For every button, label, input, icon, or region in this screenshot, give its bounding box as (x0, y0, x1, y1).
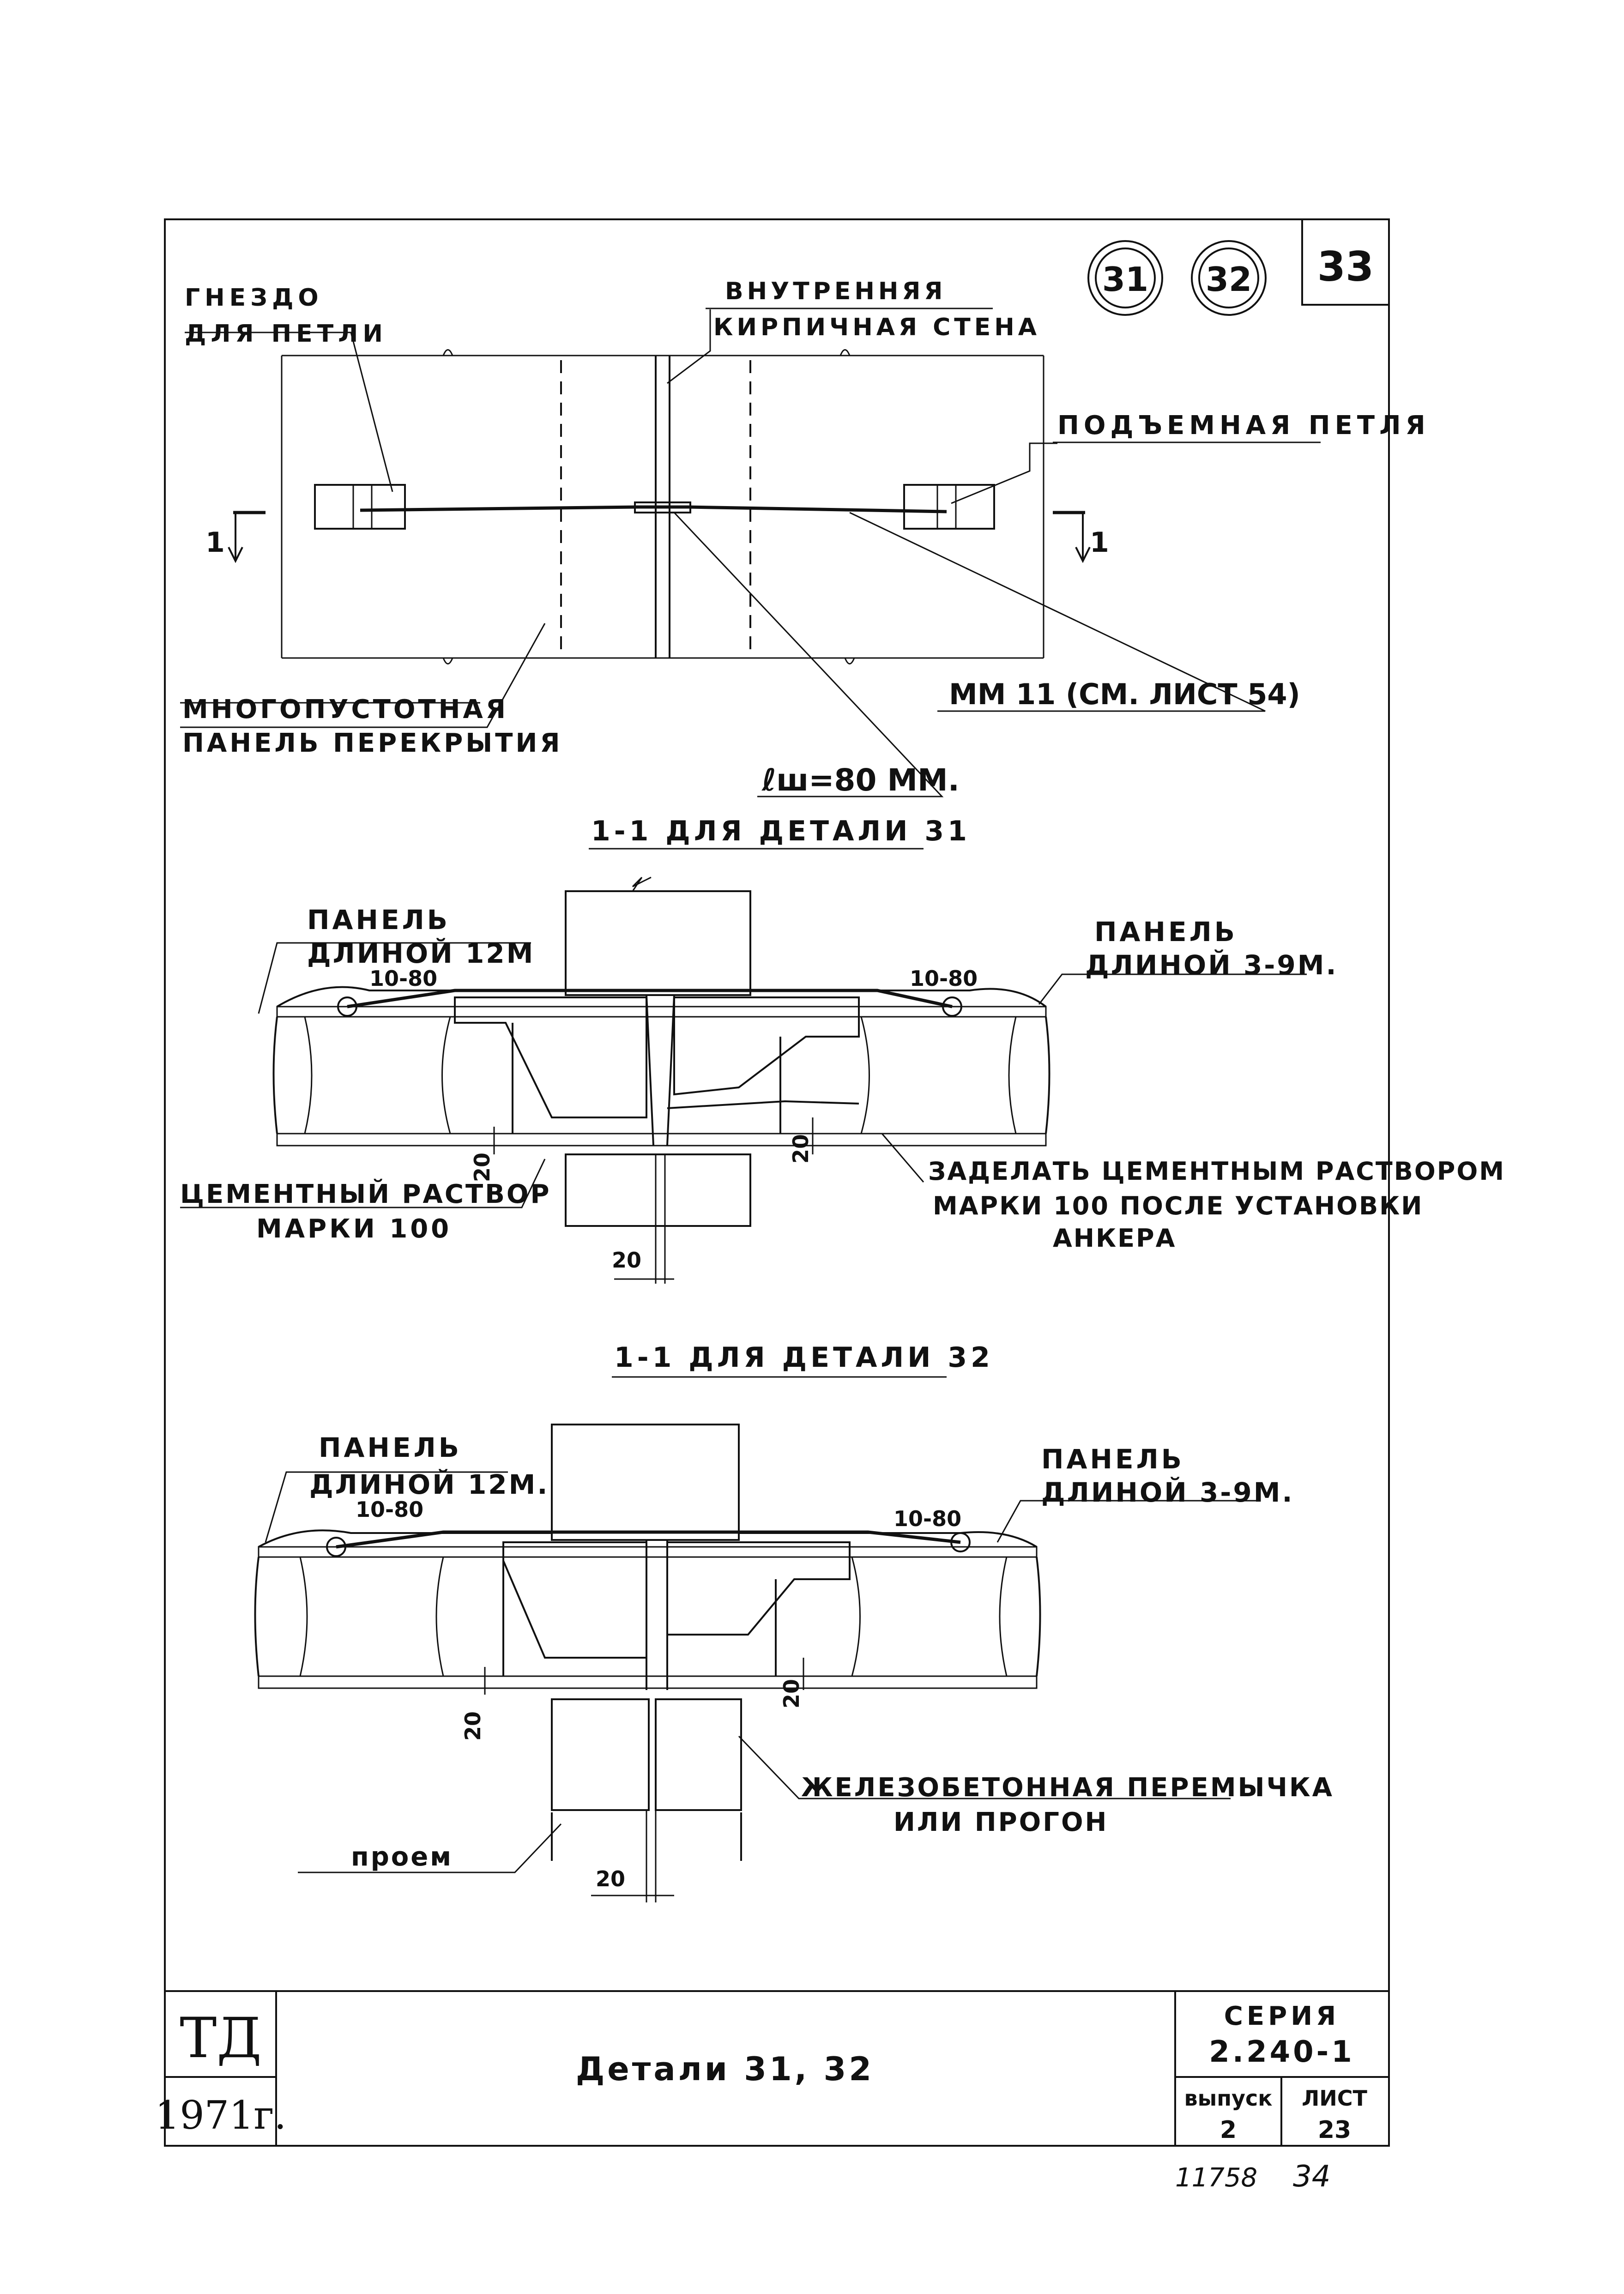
loop-length-label: ℓш=80 ММ. (761, 762, 960, 798)
s31-panel-right-1: ПАНЕЛЬ (1094, 916, 1238, 948)
s31-panel-right-2: ДЛИНОЙ 3-9М. (1085, 949, 1338, 981)
loop-socket-right (903, 484, 995, 530)
s31-note-2: МАРКИ 100 ПОСЛЕ УСТАНОВКИ (933, 1191, 1424, 1220)
s32-dim-left: 10-80 (356, 1497, 423, 1522)
anchor-rod-31 (347, 989, 953, 1008)
s31-mortar-2: МАРКИ 100 (256, 1214, 452, 1244)
sheet-frame (164, 218, 1390, 2147)
sheet-label: ЛИСТ (1302, 2086, 1367, 2111)
s31-dim-20-left: 20 (470, 1153, 495, 1182)
anchor-label: ММ 11 (СМ. ЛИСТ 54) (949, 677, 1300, 711)
detail-marker-32: 32 (1191, 240, 1267, 316)
section-32: 1-1 ДЛЯ ДЕТАЛИ 32 ПАНЕЛЬ ДЛИНОЙ (254, 1341, 1334, 1902)
anchor-rod-32 (336, 1530, 961, 1549)
s31-dim-left: 10-80 (369, 966, 437, 991)
s31-panel-left-1: ПАНЕЛЬ (307, 904, 450, 936)
section-mark-left: 1 (205, 511, 266, 563)
panel-label-1: МНОГОПУСТОТНАЯ (182, 694, 508, 724)
sheet-badge: 33 (1317, 243, 1374, 290)
issue-label: выпуск (1184, 2086, 1273, 2111)
section-31-title: 1-1 ДЛЯ ДЕТАЛИ 31 (591, 815, 971, 847)
drawing-title: Детали 31, 32 (576, 2050, 874, 2088)
loop-socket-left (314, 484, 406, 530)
s31-dim-20-right: 20 (788, 1134, 813, 1164)
s31-panel-left-2: ДЛИНОЙ 12М (307, 937, 535, 969)
series-label: СЕРИЯ (1224, 2001, 1340, 2031)
s32-dim-20-bottom: 20 (596, 1866, 625, 1891)
org-mark: ТД (180, 2006, 262, 2071)
title-block: ТД 1971г. Детали 31, 32 СЕРИЯ 2.240-1 вы… (155, 1991, 1389, 2146)
s31-dim-20-bottom: 20 (612, 1248, 641, 1273)
section-31: 1-1 ДЛЯ ДЕТАЛИ 31 ПАНЕЛЬ ДЛИНОЙ 12М (180, 815, 1505, 1284)
s32-opening: проем (351, 1842, 453, 1872)
section-mark-right: 1 (1053, 511, 1109, 563)
svg-text:32: 32 (1206, 260, 1252, 299)
s32-panel-right-1: ПАНЕЛЬ (1041, 1443, 1184, 1475)
s32-panel-right-2: ДЛИНОЙ 3-9М. (1041, 1476, 1294, 1508)
series-value: 2.240-1 (1209, 2035, 1355, 2069)
inventory-number: 11758 (1175, 2163, 1257, 2193)
socket-label-1: ГНЕЗДО (185, 284, 323, 312)
s32-lintel-2: ИЛИ ПРОГОН (894, 1807, 1108, 1837)
s31-note-3: АНКЕРА (1053, 1224, 1176, 1253)
issue-value: 2 (1220, 2116, 1237, 2144)
year: 1971г. (155, 2093, 286, 2138)
s32-lintel-1: ЖЕЛЕЗОБЕТОННАЯ ПЕРЕМЫЧКА (801, 1773, 1334, 1803)
section-32-title: 1-1 ДЛЯ ДЕТАЛИ 32 (614, 1341, 994, 1374)
svg-text:1: 1 (205, 526, 225, 559)
s32-dim-20-right: 20 (779, 1679, 804, 1708)
svg-text:1: 1 (1090, 526, 1109, 559)
s32-dim-right: 10-80 (894, 1506, 961, 1531)
s32-panel-left-2: ДЛИНОЙ 12М. (309, 1468, 549, 1500)
wall-label-2: КИРПИЧНАЯ СТЕНА (713, 314, 1040, 341)
page-number: 34 (1293, 2160, 1330, 2194)
s31-dim-right: 10-80 (910, 966, 978, 991)
s32-dim-20-left: 20 (460, 1711, 485, 1741)
s31-mortar-1: ЦЕМЕНТНЫЙ РАСТВОР (180, 1179, 551, 1209)
socket-label-2: ДЛЯ ПЕТЛИ (185, 320, 387, 348)
loop-label: ПОДЪЕМНАЯ ПЕТЛЯ (1057, 411, 1430, 441)
plan-view: 1 1 ГНЕЗДО ДЛЯ ПЕТЛИ ВНУТРЕННЯЯ КИРПИЧНА… (180, 278, 1430, 798)
sheet-value: 23 (1318, 2116, 1351, 2144)
s31-note-1: ЗАДЕЛАТЬ ЦЕМЕНТНЫМ РАСТВОРОМ (928, 1157, 1505, 1186)
s32-panel-left-1: ПАНЕЛЬ (319, 1432, 462, 1463)
panel-label-2: ПАНЕЛЬ ПЕРЕКРЫТИЯ (182, 728, 562, 758)
wall-label-1: ВНУТРЕННЯЯ (725, 278, 946, 305)
sheet-badge-box (1301, 218, 1390, 306)
detail-marker-31: 31 (1087, 240, 1163, 316)
anchor-rod-plan (360, 505, 947, 513)
svg-text:31: 31 (1102, 260, 1148, 299)
